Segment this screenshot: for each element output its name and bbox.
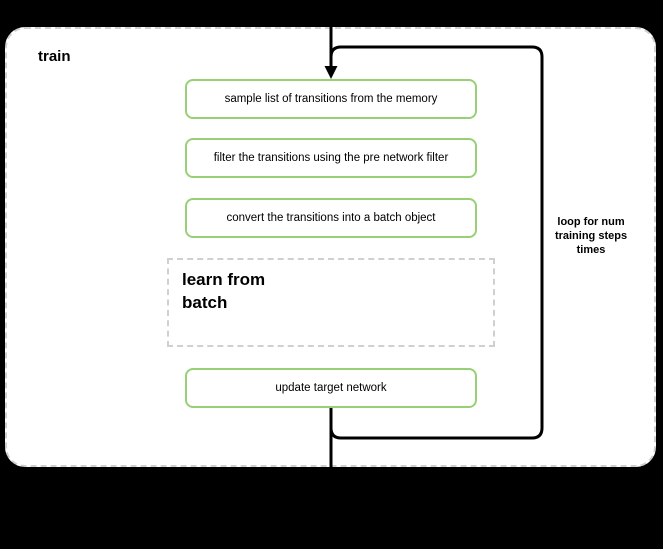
step-box-update-target-network: update target network [185, 368, 477, 408]
step-box-convert-to-batch: convert the transitions into a batch obj… [185, 198, 477, 238]
step-label: update target network [275, 382, 387, 394]
train-container-label: train [38, 48, 71, 65]
step-label: convert the transitions into a batch obj… [226, 212, 436, 224]
learn-from-batch-box: learn from batch [167, 258, 495, 347]
step-box-sample-transitions: sample list of transitions from the memo… [185, 79, 477, 119]
step-label: filter the transitions using the pre net… [213, 152, 449, 164]
loop-annotation: loop for num training steps times [554, 216, 628, 256]
step-label: sample list of transitions from the memo… [224, 93, 438, 105]
step-box-filter-transitions: filter the transitions using the pre net… [185, 138, 477, 178]
